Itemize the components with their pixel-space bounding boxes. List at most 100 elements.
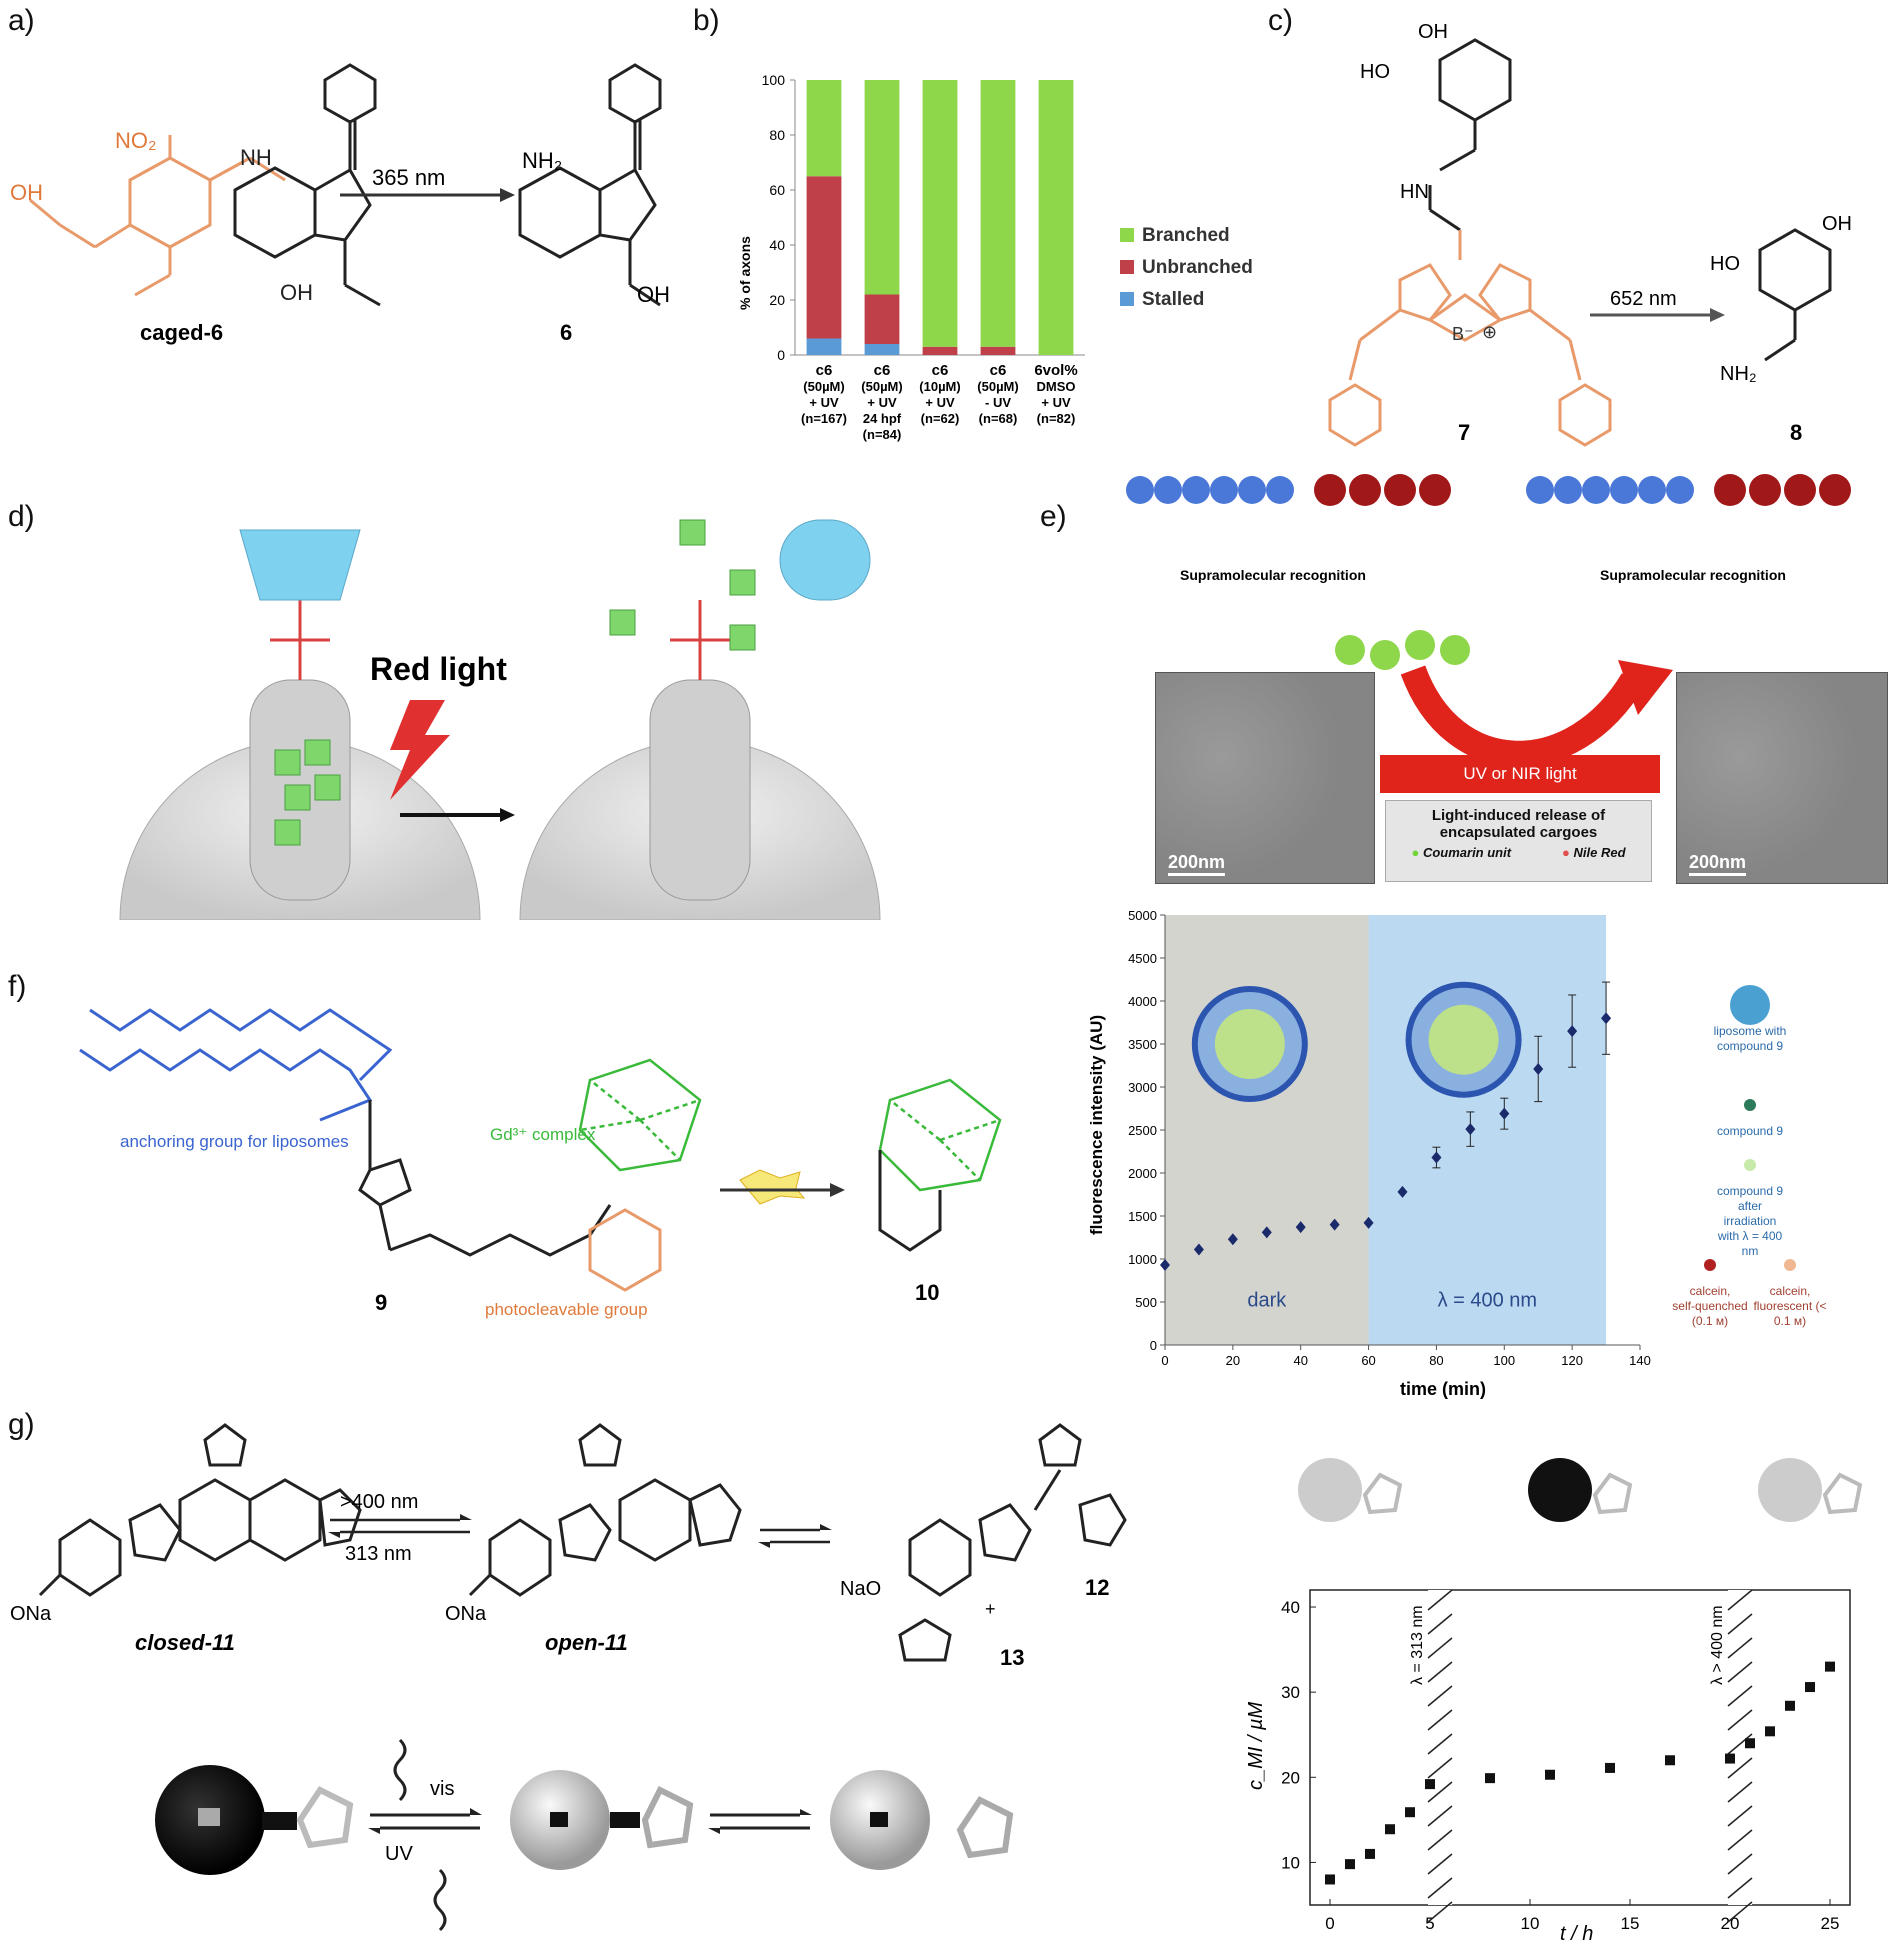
data-point-f (1601, 1012, 1612, 1025)
bar-stalled (806, 338, 842, 355)
hatch-line (1427, 1685, 1453, 1707)
y-tick-label-f: 2000 (1128, 1166, 1157, 1181)
data-point-g (1725, 1753, 1735, 1764)
panel-g-scheme: ONa closed-11 >400 nm 313 nm ONa open-11… (10, 1423, 1127, 1932)
legend-label-f: after (1738, 1199, 1762, 1213)
hatch-line (1727, 1709, 1753, 1731)
release-title: Light-induced release of encapsulated ca… (1431, 807, 1606, 841)
catechol-ring-7 (1428, 38, 1512, 232)
em-image-after: 200nm (1676, 672, 1888, 884)
maleimide-13-structure (898, 1618, 952, 1662)
ho-group-c1: HO (1360, 61, 1390, 83)
legend-label-f: nm (1742, 1244, 1759, 1258)
light-label: UV or NIR light (1463, 764, 1577, 783)
legend-label-b: Stalled (1142, 289, 1204, 310)
hatch-line (1427, 1661, 1453, 1683)
legend-nilered: ● Nile Red (1562, 845, 1626, 860)
data-point-g (1825, 1661, 1835, 1672)
y-tick-label-f: 5000 (1128, 908, 1157, 923)
data-point-g (1805, 1682, 1815, 1693)
legend-marker-f (1704, 1259, 1716, 1271)
x-tick-label-b: 6vol% (1034, 362, 1077, 379)
y-tick-label-b: 40 (769, 237, 785, 253)
product-label-8: 8 (1790, 420, 1802, 445)
data-point-g (1325, 1874, 1335, 1885)
state-icon-open-1 (1298, 1458, 1362, 1522)
oh-group-a2: OH (280, 280, 313, 305)
panel-c-scheme: OH HO HN B⁻ ⊕ 652 nm OH HO NH₂ 7 8 (1328, 21, 1852, 447)
oh-group-a3: OH (637, 282, 670, 307)
y-tick-label-g: 20 (1281, 1768, 1300, 1787)
hatch-line (1727, 1877, 1753, 1899)
hatch-line (1427, 1901, 1453, 1923)
x-tick-label-b: c6 (874, 362, 891, 379)
hatch-line (1427, 1637, 1453, 1659)
bar-branched (980, 80, 1016, 347)
legend-swatch-b (1120, 228, 1134, 242)
x-tick-label-b: DMSO (1037, 379, 1076, 394)
data-point-f (1227, 1233, 1238, 1246)
anchor-label: anchoring group for liposomes (120, 1132, 349, 1151)
plot-frame-g (1309, 1589, 1851, 1906)
bar-unbranched (806, 176, 842, 339)
data-point-g (1545, 1769, 1555, 1780)
panel-e-polymer-diagram: Supramolecular recognition Supramolecula… (1126, 474, 1851, 670)
hatch-line (1427, 1781, 1453, 1803)
legend-label-f: calcein, (1770, 1284, 1811, 1298)
liposome-core-icon (1214, 1009, 1285, 1079)
y-tick-label-b: 80 (769, 127, 785, 143)
light-banner: UV or NIR light (1380, 755, 1660, 793)
gd-complex-label: Gd³⁺ complex (490, 1125, 596, 1144)
data-point-g (1605, 1762, 1615, 1773)
hatch-line (1427, 1613, 1453, 1635)
x-tick-label-f: 60 (1361, 1353, 1375, 1368)
hatch-line (1427, 1805, 1453, 1827)
data-point-f (1160, 1259, 1170, 1272)
legend-coumarin: ● Coumarin unit (1411, 845, 1512, 860)
vis-label: vis (430, 1778, 454, 1800)
irradiation-label: λ > 400 nm (1709, 1605, 1726, 1685)
vis-wave-icon (393, 1738, 407, 1802)
y-tick-label-f: 3000 (1128, 1080, 1157, 1095)
data-point-f (1533, 1062, 1544, 1075)
data-point-g (1365, 1848, 1375, 1859)
y-tick-label-f: 4500 (1128, 951, 1157, 966)
panel-f-scheme: anchoring group for liposomes photocleav… (79, 1008, 1002, 1319)
photocleavable-label: photocleavable group (485, 1300, 648, 1319)
pentagon-attached-2 (641, 1785, 694, 1849)
x-tick-label-b: (50µM) (861, 379, 902, 394)
legend-swatch-b (1120, 260, 1134, 274)
hatch-line (1727, 1589, 1753, 1611)
pore-right (649, 679, 751, 901)
region-label: λ = 400 nm (1438, 1289, 1538, 1311)
x-tick-label-b: + UV (1041, 395, 1071, 410)
reactant-label-7: 7 (1458, 420, 1470, 445)
polymer-chain-left (1126, 476, 1294, 504)
legend-marker-f (1744, 1099, 1756, 1111)
x-tick-label-b: (n=84) (863, 427, 902, 442)
x-tick-label-b: (10µM) (919, 379, 960, 394)
reactant-label-9: 9 (375, 1290, 387, 1315)
ona-closed: ONa (10, 1603, 52, 1625)
x-tick-label-b: + UV (925, 395, 955, 410)
data-point-f (1431, 1151, 1442, 1164)
legend-label-f: self-quenched (1672, 1299, 1747, 1313)
no2-group: NO₂ (115, 128, 157, 153)
open-11-label: open-11 (545, 1630, 628, 1655)
data-point-f (1329, 1218, 1340, 1231)
y-axis-label-g: c_MI / µM (1245, 1701, 1267, 1790)
y-tick-label-g: 10 (1281, 1853, 1300, 1872)
panel-label-d: d) (8, 500, 35, 533)
x-tick-label-f: 20 (1226, 1353, 1240, 1368)
data-point-f (1499, 1107, 1510, 1120)
em-image-before: 200nm (1155, 672, 1375, 884)
x-tick-label-b: 24 hpf (863, 411, 902, 426)
product-label-10: 10 (915, 1280, 939, 1305)
oh-group-c1: OH (1418, 21, 1448, 43)
cyclodextrin-released (779, 519, 871, 601)
hatch-line (1727, 1637, 1753, 1659)
hn-group-c: HN (1400, 181, 1429, 203)
panel-label-a: a) (8, 4, 35, 37)
legend-label-f: compound 9 (1717, 1039, 1783, 1053)
panel-label-c: c) (1268, 4, 1293, 37)
